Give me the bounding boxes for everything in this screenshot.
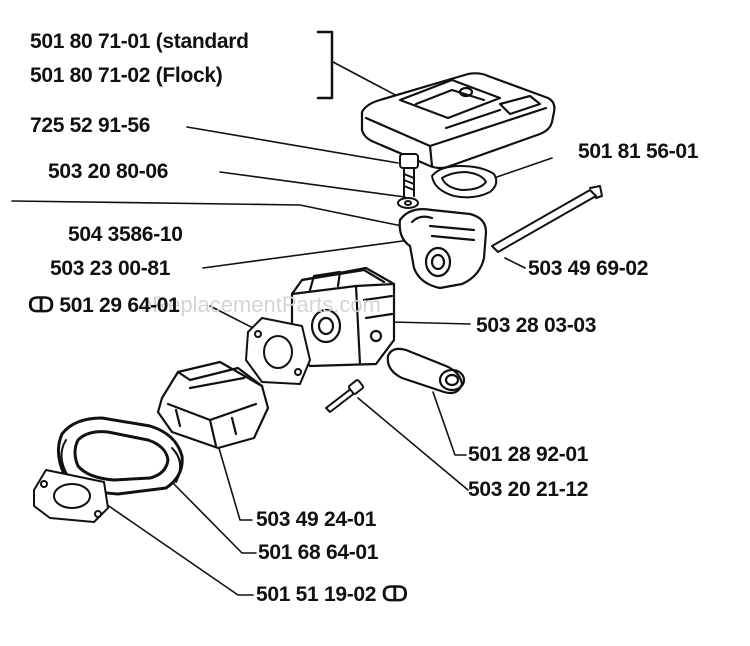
screw-small-part bbox=[325, 379, 364, 413]
gasket-top-part bbox=[431, 165, 498, 199]
label-adapter-b: 503 23 00-81 bbox=[50, 257, 171, 280]
label-cover-flock: 501 80 71-02 (Flock) bbox=[30, 64, 223, 87]
label-cover-standard: 501 80 71-01 (standard bbox=[30, 30, 249, 53]
label-hose: 501 28 92-01 bbox=[468, 443, 589, 466]
leader-carb bbox=[391, 321, 471, 325]
label-carburetor: 503 28 03-03 bbox=[476, 314, 597, 337]
leader-bolt bbox=[504, 257, 526, 269]
leader-adapter-a bbox=[11, 200, 403, 227]
washer-part bbox=[397, 197, 419, 209]
leader-rubber bbox=[169, 479, 257, 554]
label-gasket-mid: ↀ 501 29 64-01 bbox=[28, 294, 180, 317]
gasket-bottom-part bbox=[33, 469, 109, 523]
leader-hose bbox=[432, 391, 467, 456]
label-intake: 503 49 24-01 bbox=[256, 508, 377, 531]
label-screw-small: 503 20 21-12 bbox=[468, 478, 589, 501]
bolt-part bbox=[491, 185, 603, 253]
cover-part bbox=[360, 72, 556, 170]
cover-bracket bbox=[316, 30, 334, 100]
leader-screw-small bbox=[357, 397, 469, 491]
rubber-part bbox=[57, 416, 184, 496]
label-gasket-bottom: 501 51 19-02 ↀ bbox=[256, 583, 408, 606]
leader-adapter-b bbox=[202, 239, 411, 269]
label-gasket-top: 501 81 56-01 bbox=[578, 140, 699, 163]
leader-gasket-mid bbox=[209, 305, 258, 331]
leader-lines bbox=[11, 61, 553, 596]
screw-part bbox=[399, 153, 419, 197]
gasket-mid-part bbox=[245, 317, 311, 385]
intake-part bbox=[156, 360, 270, 450]
hose-part bbox=[386, 347, 466, 395]
leader-gasket-bottom bbox=[99, 499, 254, 596]
label-adapter-a: 504 3586-10 bbox=[68, 223, 183, 246]
label-bolt: 503 49 69-02 bbox=[528, 257, 649, 280]
leader-gasket-top bbox=[493, 157, 553, 179]
leader-screw bbox=[186, 126, 399, 164]
leader-washer bbox=[219, 171, 406, 198]
carburetor-part bbox=[290, 266, 396, 368]
label-screw: 725 52 91-56 bbox=[30, 114, 151, 137]
label-rubber: 501 68 64-01 bbox=[258, 541, 379, 564]
watermark: eReplacementParts.com bbox=[140, 292, 381, 317]
adapter-part bbox=[398, 208, 488, 290]
label-washer: 503 20 80-06 bbox=[48, 160, 169, 183]
leader-intake bbox=[215, 437, 253, 521]
